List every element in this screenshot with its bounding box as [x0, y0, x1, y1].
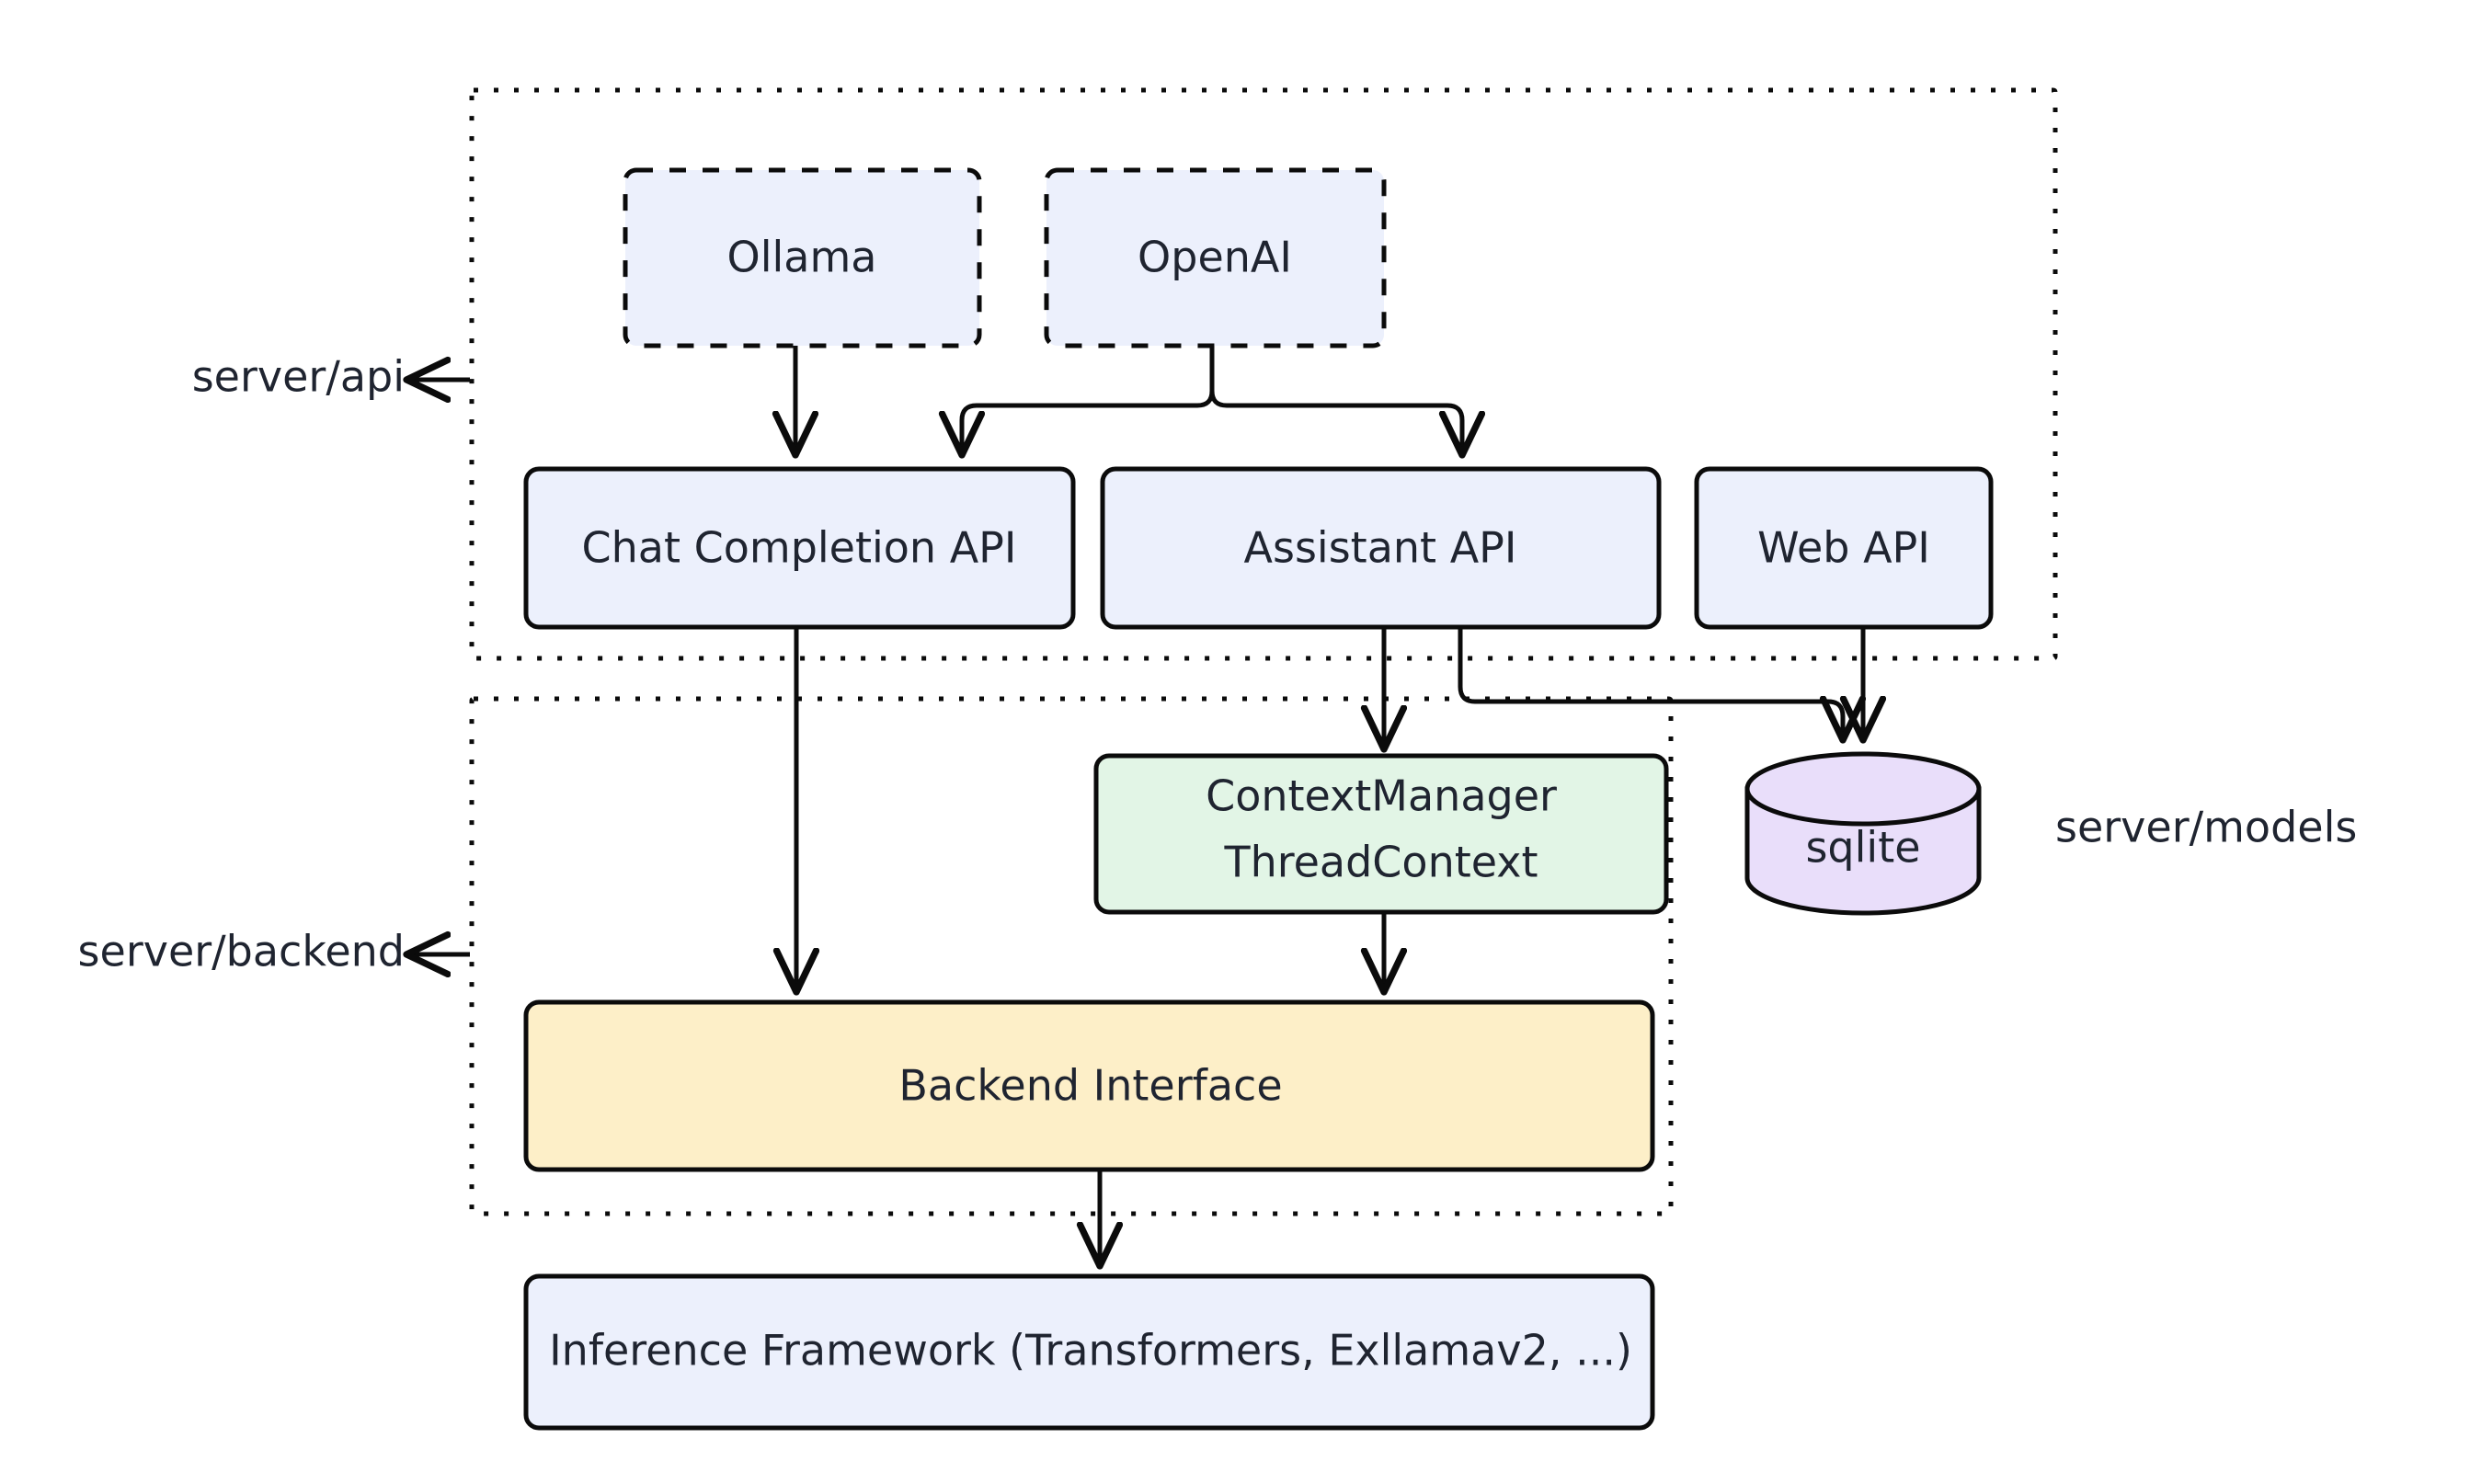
group-label-server-api: server/api	[192, 352, 405, 402]
node-openai[interactable]: OpenAI	[1044, 167, 1387, 348]
node-ollama[interactable]: Ollama	[623, 167, 982, 348]
node-sqlite[interactable]: sqlite	[1744, 751, 1982, 916]
node-sqlite-top[interactable]	[1744, 751, 1982, 827]
node-assistant-api-shape[interactable]	[1100, 466, 1662, 630]
group-boundary-server-api	[469, 87, 2058, 661]
node-inference-framework-label: Inference Framework (Transformers, Exlla…	[549, 1326, 1632, 1376]
node-sqlite-label: sqlite	[1805, 823, 1920, 873]
node-assistant-api[interactable]: Assistant API	[1100, 466, 1662, 630]
node-context-manager-label-line1: ContextManager	[1206, 771, 1557, 821]
node-web-api[interactable]: Web API	[1694, 466, 1994, 630]
node-openai-label: OpenAI	[1138, 233, 1292, 282]
node-backend-interface[interactable]: Backend Interface	[523, 999, 1655, 1172]
node-web-api-label: Web API	[1757, 523, 1930, 573]
group-boundary-server-backend	[469, 696, 1674, 1216]
node-chat-completion-api-shape[interactable]	[523, 466, 1076, 630]
edge-openai-to-assistant-api	[1209, 346, 1462, 453]
node-context-manager-shape[interactable]	[1093, 753, 1669, 915]
node-ollama-shape[interactable]	[623, 167, 982, 348]
group-label-server-models: server/models	[2055, 803, 2357, 852]
node-inference-framework[interactable]: Inference Framework (Transformers, Exlla…	[523, 1273, 1655, 1431]
group-label-server-backend: server/backend	[78, 927, 405, 976]
node-context-manager-label-line2: ThreadContext	[1223, 838, 1538, 887]
node-web-api-shape[interactable]	[1694, 466, 1994, 630]
node-openai-shape[interactable]	[1044, 167, 1387, 348]
node-assistant-api-label: Assistant API	[1244, 523, 1517, 573]
node-backend-interface-label: Backend Interface	[898, 1061, 1282, 1111]
node-chat-completion-api-label: Chat Completion API	[582, 523, 1017, 573]
node-ollama-label: Ollama	[727, 233, 877, 282]
node-chat-completion-api[interactable]: Chat Completion API	[523, 466, 1076, 630]
node-context-manager[interactable]: ContextManager ThreadContext	[1093, 753, 1669, 915]
node-backend-interface-shape[interactable]	[523, 999, 1655, 1172]
node-inference-framework-shape[interactable]	[523, 1273, 1655, 1431]
